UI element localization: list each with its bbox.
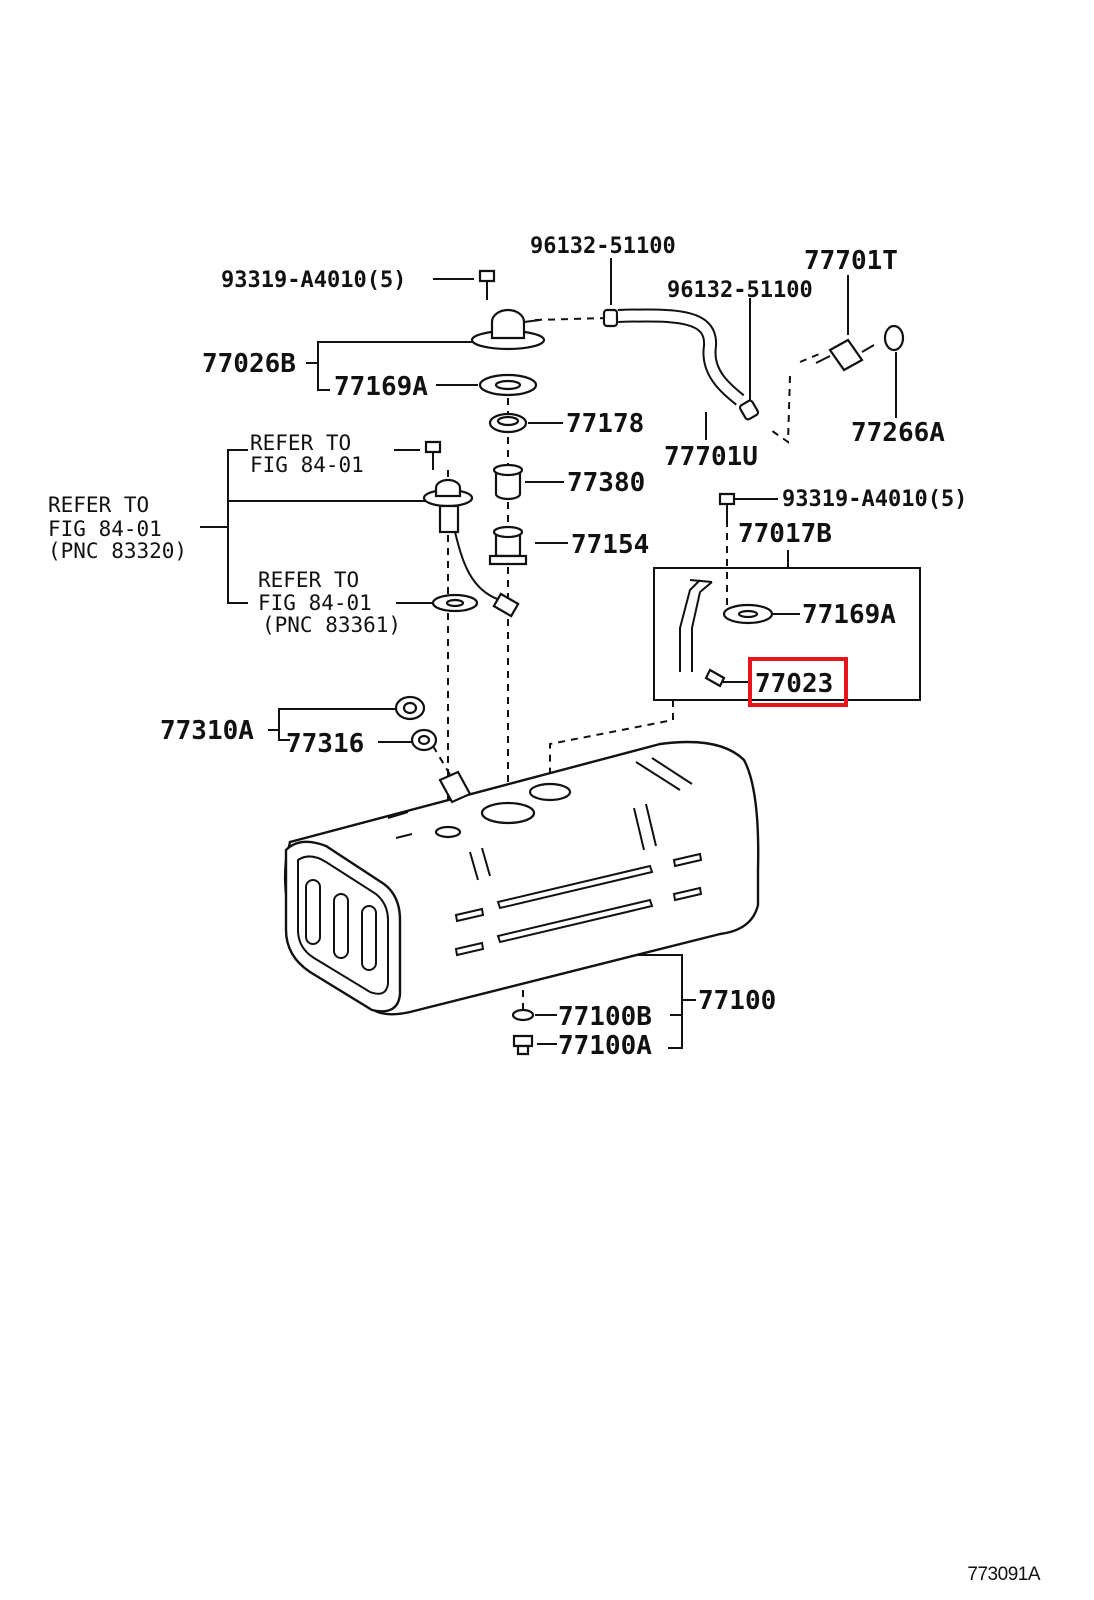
part-label-77266a: 77266A bbox=[851, 418, 945, 448]
highlight-box bbox=[748, 657, 848, 707]
drain-washer-icon bbox=[511, 1008, 535, 1022]
part-label-77100b: 77100B bbox=[558, 1002, 652, 1032]
refer-fig-label: FIG 84-01 bbox=[48, 517, 162, 541]
fuel-pump-sender-icon bbox=[422, 478, 520, 618]
refer-to-label: REFER TO bbox=[258, 568, 359, 592]
o-ring-icon bbox=[883, 324, 905, 352]
part-label-77701t: 77701T bbox=[804, 246, 898, 276]
part-label-77100: 77100 bbox=[698, 986, 776, 1016]
fuel-filter-icon bbox=[492, 463, 524, 501]
part-label-93319-a4010-right: 93319-A4010(5) bbox=[782, 487, 967, 512]
drain-plug-icon bbox=[512, 1034, 534, 1056]
refer-to-label: REFER TO bbox=[48, 493, 149, 517]
part-label-77178: 77178 bbox=[566, 409, 644, 439]
fuel-sender-gauge-icon bbox=[470, 308, 546, 351]
filter-holder-icon bbox=[488, 525, 528, 566]
illustration-code: 773091A bbox=[967, 1564, 1040, 1585]
bolt-icon bbox=[718, 492, 736, 520]
gasket-ring-icon bbox=[722, 603, 774, 625]
gasket-ring-icon bbox=[431, 593, 479, 613]
part-label-77316: 77316 bbox=[286, 729, 364, 759]
fuel-gauge-tube-icon bbox=[679, 579, 726, 688]
refer-fig-label: FIG 84-01 bbox=[258, 591, 372, 615]
inline-fuel-filter-icon bbox=[815, 338, 875, 372]
bolt-icon bbox=[424, 440, 442, 470]
part-label-77310a: 77310A bbox=[160, 716, 254, 746]
part-label-77023[interactable]: 77023 bbox=[755, 669, 833, 699]
hose-clamp-icon bbox=[738, 399, 760, 421]
gasket-ring-icon bbox=[478, 373, 538, 397]
retainer-ring-icon bbox=[488, 412, 528, 434]
part-label-96132-51100-right: 96132-51100 bbox=[667, 278, 813, 303]
fuel-hose-icon bbox=[617, 308, 745, 406]
part-label-77380: 77380 bbox=[567, 468, 645, 498]
hose-clamp-icon bbox=[602, 308, 619, 328]
part-label-77100a: 77100A bbox=[558, 1031, 652, 1061]
grommet-icon bbox=[410, 728, 438, 752]
refer-fig-label: FIG 84-01 bbox=[250, 453, 364, 477]
refer-pnc-label: (PNC 83361) bbox=[262, 613, 401, 637]
fuel-tank-icon bbox=[283, 740, 760, 1016]
part-label-93319-a4010-top: 93319-A4010(5) bbox=[221, 268, 406, 293]
part-label-77169a-mid: 77169A bbox=[802, 600, 896, 630]
leader-lines bbox=[200, 258, 921, 1049]
refer-pnc-label: (PNC 83320) bbox=[48, 539, 187, 563]
bolt-icon bbox=[478, 269, 496, 300]
grommet-icon bbox=[394, 695, 426, 721]
refer-to-label: REFER TO bbox=[250, 431, 351, 455]
part-label-96132-51100-top: 96132-51100 bbox=[530, 234, 676, 259]
part-label-77701u: 77701U bbox=[664, 442, 758, 472]
part-label-77154: 77154 bbox=[571, 530, 649, 560]
part-label-77026b: 77026B bbox=[202, 349, 296, 379]
part-label-77169a-top: 77169A bbox=[334, 372, 428, 402]
part-label-77017b: 77017B bbox=[738, 519, 832, 549]
